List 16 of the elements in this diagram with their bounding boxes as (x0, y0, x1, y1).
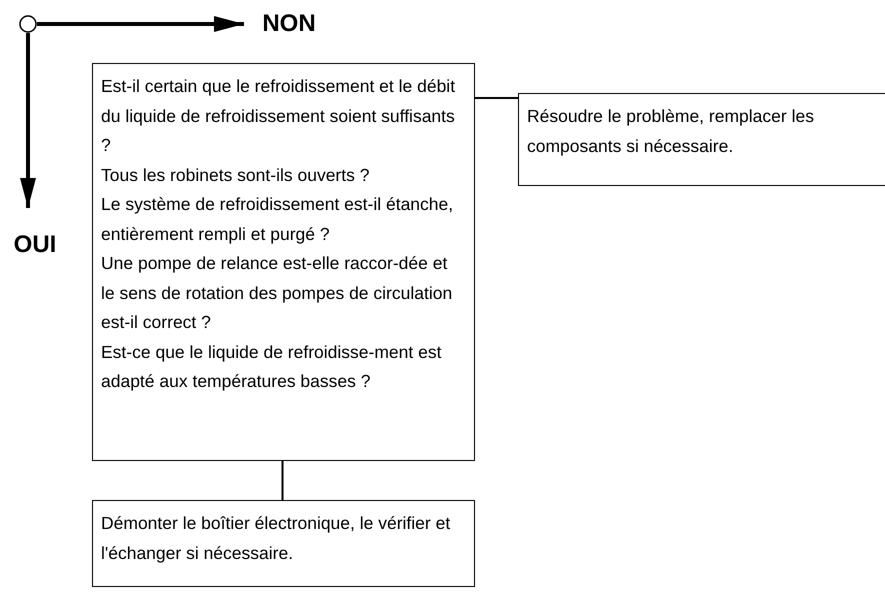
text-box (92, 63, 475, 461)
text-box (518, 93, 885, 186)
connector-line (475, 97, 518, 99)
answer-label: OUI (12, 230, 58, 260)
box-text: Tous les robinets sont-ils ouverts ? (101, 164, 370, 186)
box-text: Est-ce que le liquide de refroidisse-ment est adapté aux températures basses ? (101, 340, 442, 393)
box-text: Est-il certain que le refroidissement et le débit du liquide de refroidissement soient suffisants ? (101, 75, 456, 157)
connector-line (282, 461, 284, 500)
answer-label: NON (261, 9, 317, 39)
arrow (20, 33, 36, 208)
box-text: Résoudre le problème, remplacer les composants si nécessaire. (527, 105, 815, 158)
box-text: Une pompe de relance est-elle raccor-dée et le sens de rotation des pompes de circulation est-il correct ? (101, 252, 454, 334)
box-text: Le système de refroidissement est-il étanche, entièrement rempli et purgé ? (101, 193, 454, 246)
arrow (37, 16, 244, 32)
text-box (92, 500, 475, 587)
box-text: Démonter le boîtier électronique, le vérifier et l'échanger si nécessaire. (101, 512, 452, 565)
